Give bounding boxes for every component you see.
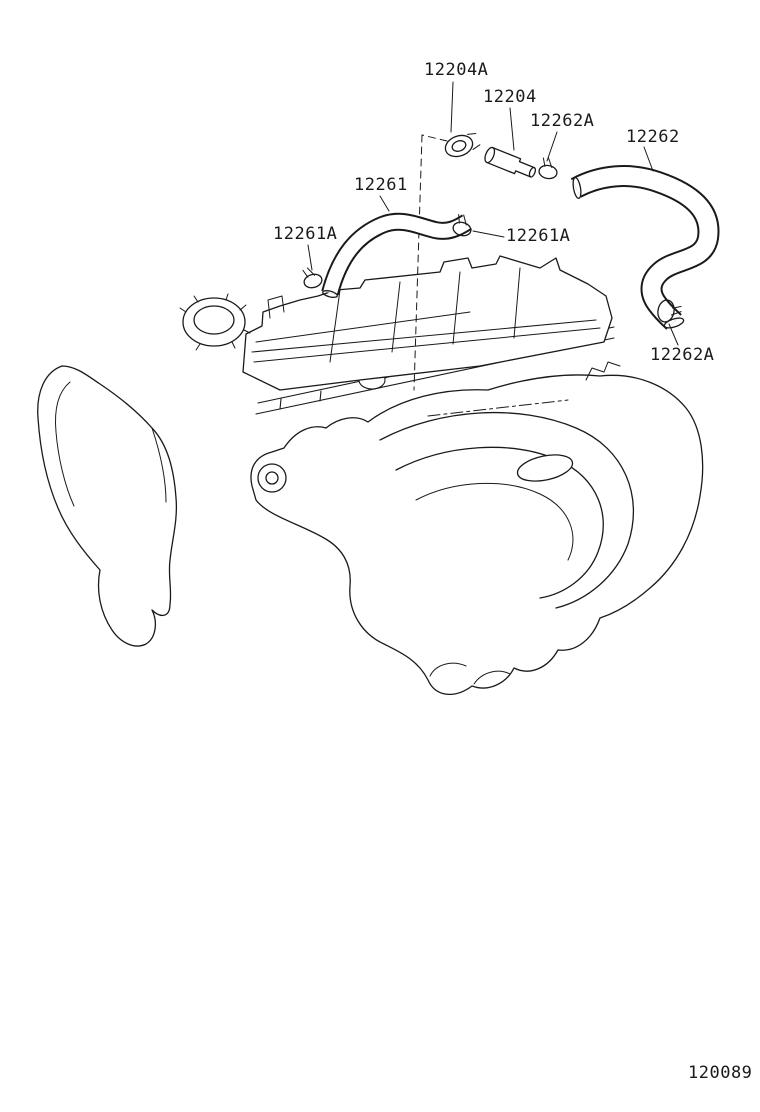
part-label-12262a-bottom[interactable]: 12262A [650, 345, 715, 365]
clamp-12262a-top-drawing [538, 157, 558, 180]
leader-12262a-top [546, 131, 558, 162]
part-label-12261a-left[interactable]: 12261A [273, 224, 338, 244]
leader-12262a-bottom [668, 323, 679, 346]
pcv-valve-12204-drawing [484, 146, 537, 178]
clamp-12262a-bottom-drawing [657, 299, 682, 323]
leader-12262 [643, 146, 654, 172]
intake-manifold-drawing [250, 361, 704, 695]
part-label-12261a-right[interactable]: 12261A [506, 226, 571, 246]
leader-12261 [379, 195, 390, 212]
clamp-12261a-right-drawing [452, 214, 472, 237]
leader-12204a [450, 81, 454, 133]
part-label-12204[interactable]: 12204 [483, 87, 537, 107]
clamp-12261a-left-drawing [302, 267, 323, 289]
part-label-12261[interactable]: 12261 [354, 175, 408, 195]
hose-12261-drawing [321, 212, 472, 298]
leader-12261a-left [307, 244, 313, 271]
leader-12204 [509, 107, 515, 151]
reference-dashed-line [413, 134, 448, 391]
leader-12261a-right [472, 230, 505, 238]
hose-12262-drawing [570, 165, 720, 330]
valve-cover-drawing [242, 255, 613, 391]
engine-front-cover-drawing [37, 365, 178, 647]
grommet-12204a-drawing [444, 133, 481, 158]
part-label-12262[interactable]: 12262 [626, 127, 680, 147]
part-label-12204a[interactable]: 12204A [424, 60, 489, 80]
oil-filler-cap-drawing [179, 293, 251, 351]
part-label-12262a-top[interactable]: 12262A [530, 111, 595, 131]
drawing-number: 120089 [688, 1063, 753, 1083]
leader-lines [307, 81, 679, 346]
